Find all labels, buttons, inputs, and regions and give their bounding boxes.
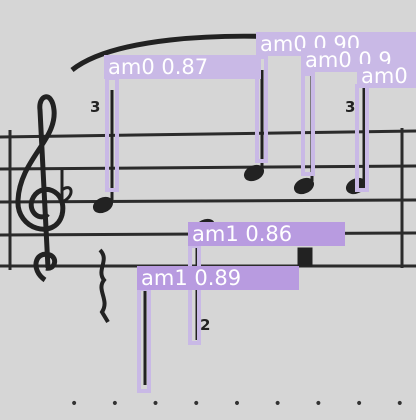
staff-line xyxy=(0,164,416,171)
finger-number: 3 xyxy=(90,98,100,116)
detection-box-am0-4 xyxy=(355,84,369,192)
detection-box-am1-2 xyxy=(137,287,151,393)
detection-box-am1-1 xyxy=(188,244,201,345)
rest-icon xyxy=(98,248,110,324)
detection-box-am0-1 xyxy=(105,76,119,192)
finger-number: 3 xyxy=(345,98,355,116)
detection-label-am1-2: am1 0.89 xyxy=(137,266,299,290)
treble-clef-icon xyxy=(15,94,66,283)
note-head xyxy=(243,164,265,182)
finger-number: 2 xyxy=(200,316,210,334)
measure-dots: • • • • • • • • • • • • xyxy=(70,396,416,412)
staff-line xyxy=(0,198,416,204)
detection-label-am1-1: am1 0.86 xyxy=(188,222,345,246)
rest-block xyxy=(297,247,313,267)
note-head xyxy=(92,196,114,214)
detection-label-am0-1: am0 0.87 xyxy=(104,55,261,79)
staff-line xyxy=(0,129,416,139)
flat-icon xyxy=(60,170,73,204)
detection-box-am0-2 xyxy=(255,55,268,163)
detection-label-am0-4: am0 xyxy=(357,64,416,88)
detection-box-am0-3 xyxy=(301,72,315,176)
note-head xyxy=(293,177,315,195)
